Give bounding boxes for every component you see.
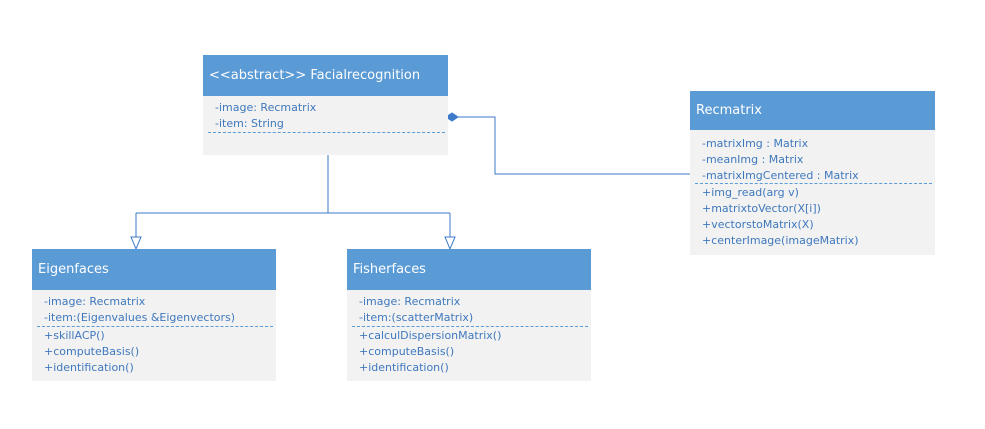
aggregation-diamond — [445, 112, 459, 122]
generalization-arrowhead-eigenfaces — [130, 236, 142, 251]
class-recmatrix-operations: +img_read(arg v) +matrixtoVector(X[i]) +… — [690, 184, 935, 249]
class-eigenfaces-attributes: -image: Recmatrix -item:(Eigenvalues &Ei… — [32, 290, 276, 326]
operation: +calculDispersionMatrix() — [359, 329, 502, 342]
operation: +skillACP() — [44, 329, 105, 342]
attribute: -item:(scatterMatrix) — [359, 311, 474, 324]
class-eigenfaces-operations: +skillACP() +computeBasis() +identificat… — [32, 327, 276, 376]
class-facialrecognition[interactable]: <<abstract>> Facialrecognition -image: R… — [203, 55, 448, 155]
operation: +img_read(arg v) — [702, 186, 799, 199]
operation: +computeBasis() — [359, 345, 455, 358]
operation: +matrixtoVector(X[i]) — [702, 202, 821, 215]
class-fisherfaces-title: Fisherfaces — [347, 249, 591, 290]
attribute: -item:(Eigenvalues &Eigenvectors) — [44, 311, 236, 324]
attribute: -image: Recmatrix — [44, 295, 146, 308]
attribute: -matrixImg : Matrix — [702, 137, 809, 150]
attribute: -meanImg : Matrix — [702, 153, 804, 166]
operation: +identification() — [359, 361, 449, 374]
operation: +centerImage(imageMatrix) — [702, 234, 859, 247]
class-facialrecognition-title: <<abstract>> Facialrecognition — [203, 55, 448, 96]
class-recmatrix-attributes: -matrixImg : Matrix -meanImg : Matrix -m… — [690, 130, 935, 183]
attribute: -image: Recmatrix — [215, 101, 317, 114]
generalization-arrowhead-fisherfaces — [444, 236, 456, 251]
class-fisherfaces-operations: +calculDispersionMatrix() +computeBasis(… — [347, 327, 591, 376]
operation: +vectorstoMatrix(X) — [702, 218, 814, 231]
compartment-divider — [208, 132, 445, 133]
class-recmatrix-title: Recmatrix — [690, 91, 935, 130]
operation: +identification() — [44, 361, 134, 374]
aggregation-line — [458, 116, 690, 175]
attribute: -matrixImgCentered : Matrix — [702, 169, 859, 182]
attribute: -image: Recmatrix — [359, 295, 461, 308]
class-fisherfaces[interactable]: Fisherfaces -image: Recmatrix -item:(sca… — [347, 249, 591, 381]
compartment-divider — [37, 326, 273, 327]
class-recmatrix[interactable]: Recmatrix -matrixImg : Matrix -meanImg :… — [690, 91, 935, 255]
compartment-divider — [695, 183, 932, 184]
class-eigenfaces-title: Eigenfaces — [32, 249, 276, 290]
class-fisherfaces-attributes: -image: Recmatrix -item:(scatterMatrix) — [347, 290, 591, 326]
operation: +computeBasis() — [44, 345, 140, 358]
attribute: -item: String — [215, 117, 284, 130]
class-facialrecognition-attributes: -image: Recmatrix -item: String — [203, 96, 448, 132]
class-eigenfaces[interactable]: Eigenfaces -image: Recmatrix -item:(Eige… — [32, 249, 276, 381]
compartment-divider — [352, 326, 588, 327]
